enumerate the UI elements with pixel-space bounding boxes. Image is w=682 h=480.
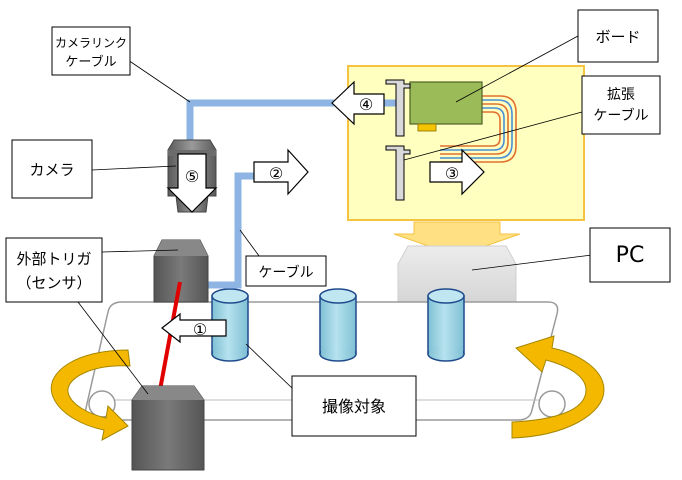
pc-down-arrow xyxy=(393,221,521,257)
leader-camera-link xyxy=(127,59,191,103)
sensor-beam xyxy=(158,281,182,391)
trigger-sensor-device xyxy=(153,239,209,303)
external-trigger-line1: 外部トリガ xyxy=(16,250,91,268)
step-arrow-4: ④ xyxy=(331,80,385,126)
step-arrow-2: ② xyxy=(253,148,309,196)
pc-label: PC xyxy=(616,243,645,268)
conveyor-roller-right xyxy=(538,390,566,418)
leader-board xyxy=(455,35,579,103)
expansion-cable-line1: 拡張 xyxy=(607,87,635,103)
label-expansion-cable: 拡張 ケーブル xyxy=(581,75,661,135)
step-arrow-3: ③ xyxy=(429,148,485,196)
label-pc: PC xyxy=(589,227,671,283)
cable-label: ケーブル xyxy=(258,264,313,281)
step-arrow-5: ⑤ xyxy=(166,153,218,213)
product-cylinder-2 xyxy=(319,288,357,362)
label-cable: ケーブル xyxy=(245,255,327,287)
step-3-label: ③ xyxy=(445,164,459,183)
label-imaging-target: 撮像対象 xyxy=(291,375,417,437)
board-label: ボード xyxy=(595,28,640,46)
leader-camera xyxy=(91,165,177,171)
board-bracket xyxy=(385,79,411,137)
step-1-label: ① xyxy=(193,320,207,339)
label-camera-link-cable: カメラリンク ケーブル xyxy=(51,26,131,76)
step-arrow-1: ① xyxy=(161,312,227,344)
camera-label: カメラ xyxy=(29,161,74,179)
leader-trigger-top xyxy=(101,249,179,253)
external-trigger-line2: （センサ） xyxy=(16,274,91,292)
leader-trigger-bottom xyxy=(77,301,149,395)
receiver-device xyxy=(131,385,205,471)
leader-target xyxy=(245,343,293,389)
conveyor-arrow-left xyxy=(50,349,131,441)
imaging-target-label: 撮像対象 xyxy=(322,397,386,416)
step-4-label: ④ xyxy=(359,95,373,114)
product-cylinder-1 xyxy=(211,288,249,362)
step-5-label: ⑤ xyxy=(185,167,199,186)
camera-link-cable-line2: ケーブル xyxy=(65,54,116,70)
expansion-bracket xyxy=(385,145,411,201)
label-external-trigger: 外部トリガ （センサ） xyxy=(5,237,103,303)
leader-pc xyxy=(471,253,601,271)
label-board: ボード xyxy=(577,9,659,63)
camera-link-cable-line1: カメラリンク xyxy=(55,36,127,50)
leader-cable xyxy=(239,229,263,261)
step-2-label: ② xyxy=(269,164,283,183)
expansion-ribbon-cable xyxy=(440,95,517,163)
conveyor-arrow-right xyxy=(511,335,605,439)
camera-link-cable xyxy=(186,99,400,140)
leader-lines xyxy=(77,35,601,395)
expansion-cable-line2: ケーブル xyxy=(593,107,648,124)
capture-board xyxy=(409,81,483,125)
leader-expansion xyxy=(403,111,583,161)
label-camera: カメラ xyxy=(11,139,93,199)
board-edge-connector xyxy=(417,123,437,132)
product-cylinder-3 xyxy=(427,288,465,362)
